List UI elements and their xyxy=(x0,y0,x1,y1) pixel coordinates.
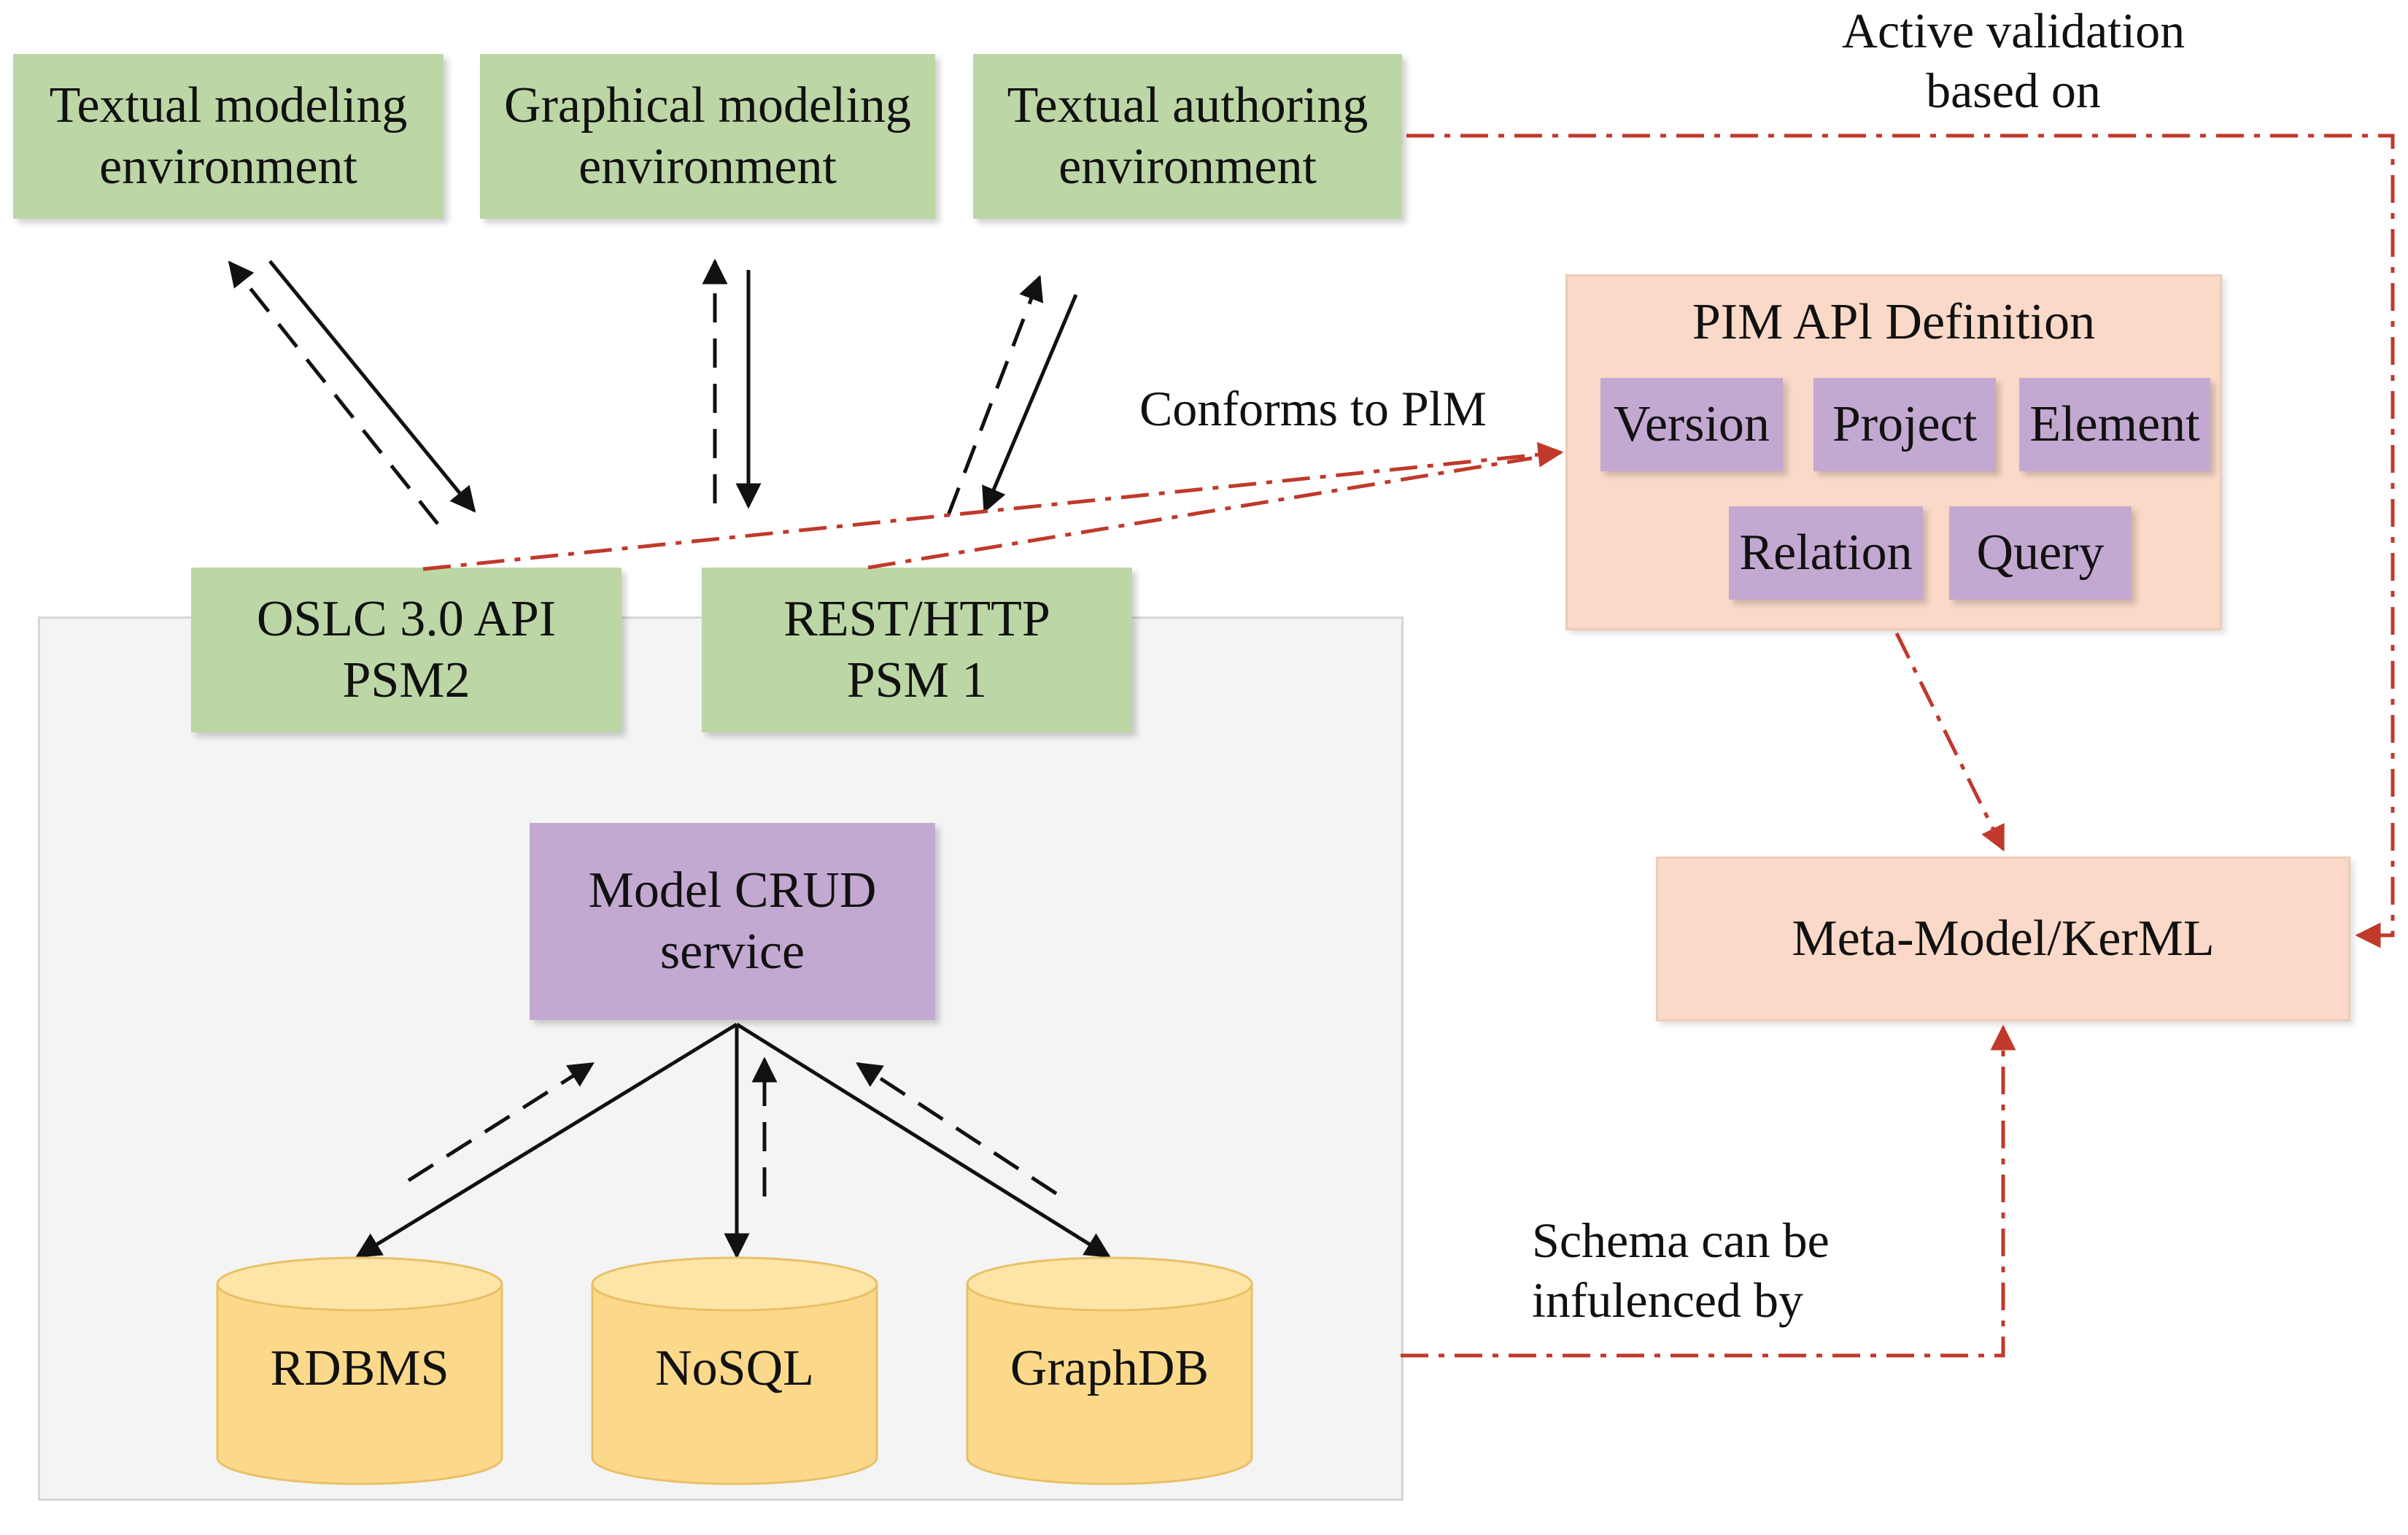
graphdb-cylinder xyxy=(966,1256,1253,1485)
red-line-rest-to-pim xyxy=(867,456,1533,570)
arrow-crud-to-rdbms xyxy=(355,1022,738,1258)
textual-authoring-line2: environment xyxy=(1058,139,1317,195)
graphical-modeling-environment-box: Graphical modeling environment xyxy=(480,54,935,219)
textual-authoring-environment-box: Textual authoring environment xyxy=(973,54,1402,219)
textual-modeling-line2: environment xyxy=(99,139,357,195)
active-validation-label: Active validation based on xyxy=(1751,1,2276,120)
nosql-label: NoSQL xyxy=(655,1340,814,1396)
active-validation-line1: Active validation xyxy=(1841,3,2186,58)
red-line-pim-to-metamodel xyxy=(1894,632,2005,852)
model-crud-line1: Model CRUD xyxy=(588,862,877,919)
arrow-textual-modeling-to-oslc xyxy=(268,260,476,513)
model-crud-line2: service xyxy=(659,924,805,980)
pim-item-project: Project xyxy=(1813,378,1996,471)
oslc-api-box: OSLC 3.0 API PSM2 xyxy=(191,568,622,732)
rest-http-line1: REST/HTTP xyxy=(783,591,1050,647)
model-crud-service-box: Model CRUD service xyxy=(530,823,935,1020)
pim-item-relation: Relation xyxy=(1729,506,1923,600)
rdbms-cylinder xyxy=(216,1256,503,1485)
textual-modeling-line1: Textual modeling xyxy=(49,77,408,134)
red-line-graphdb-to-metamodel xyxy=(1401,1024,2016,1358)
arrow-authoring-to-rest xyxy=(982,294,1078,514)
textual-modeling-environment-box: Textual modeling environment xyxy=(13,54,444,219)
textual-authoring-line1: Textual authoring xyxy=(1007,77,1368,134)
conforms-to-pim-label: Conforms to PlM xyxy=(1139,381,1487,436)
graphical-modeling-line2: environment xyxy=(578,139,837,195)
red-line-authoring-to-metamodel xyxy=(1406,134,2395,948)
meta-model-kerml-box: Meta-Model/KerML xyxy=(1656,857,2350,1021)
rest-http-api-box: REST/HTTP PSM 1 xyxy=(702,568,1132,732)
arrow-oslc-to-textual-modeling xyxy=(228,260,439,525)
red-line-oslc-to-pim xyxy=(422,441,1564,571)
pim-api-definition-title: PIM APl Definition xyxy=(1692,294,2096,350)
schema-line1: Schema can be xyxy=(1532,1213,1830,1268)
arrow-rest-to-authoring xyxy=(946,274,1044,516)
active-validation-line2: based on xyxy=(1926,62,2101,118)
arrow-graphdb-to-crud xyxy=(856,1062,1058,1196)
pim-item-element: Element xyxy=(2019,378,2210,471)
oslc-api-line1: OSLC 3.0 API xyxy=(256,591,557,647)
graphdb-label: GraphDB xyxy=(1010,1340,1209,1396)
arrow-rdbms-to-crud xyxy=(407,1062,595,1183)
pim-item-query: Query xyxy=(1949,506,2132,600)
nosql-cylinder xyxy=(591,1256,878,1485)
pim-item-version: Version xyxy=(1600,378,1783,471)
rdbms-label: RDBMS xyxy=(270,1340,449,1396)
rest-http-line2: PSM 1 xyxy=(846,652,988,708)
oslc-api-line2: PSM2 xyxy=(342,652,471,708)
schema-influenced-label: Schema can be infulenced by xyxy=(1532,1211,1911,1330)
arrow-crud-to-graphdb xyxy=(735,1022,1111,1258)
schema-line2: infulenced by xyxy=(1532,1272,1803,1328)
graphical-modeling-line1: Graphical modeling xyxy=(504,77,911,134)
